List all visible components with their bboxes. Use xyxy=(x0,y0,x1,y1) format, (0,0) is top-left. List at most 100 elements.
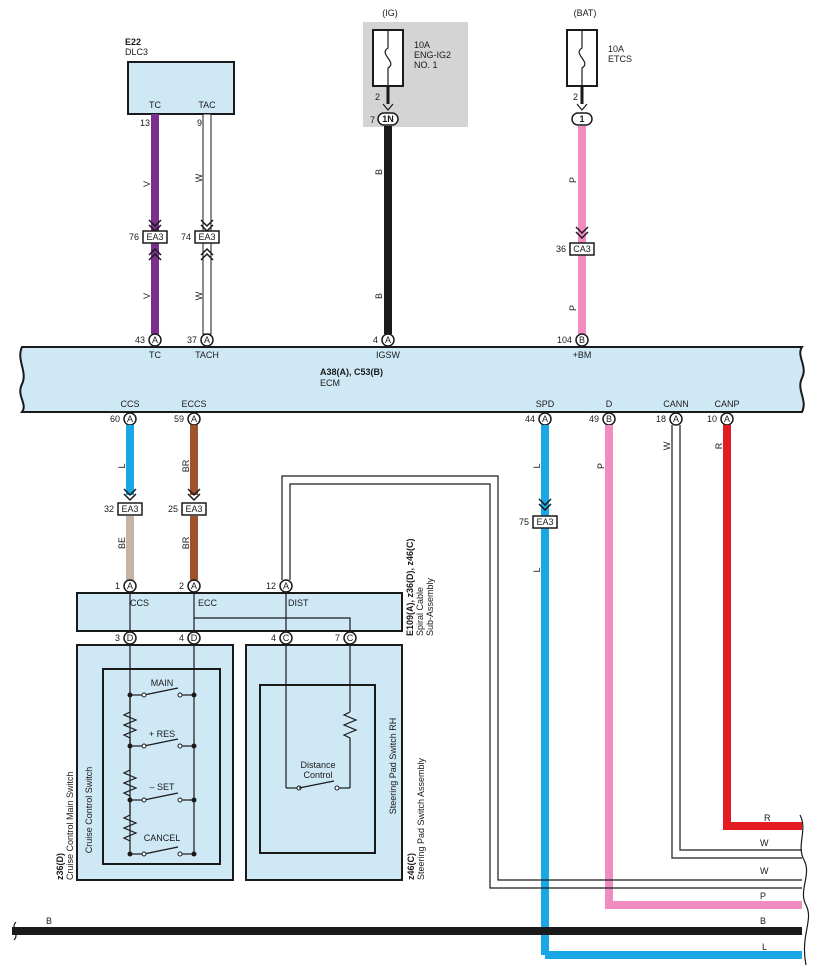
ecm-terminal-tach-label: TACH xyxy=(195,350,219,360)
ecm-terminal-d-label: D xyxy=(606,399,613,409)
junction-ea3-eccs-pin: 25 xyxy=(168,504,178,514)
spiral-pin-1a: A 1 xyxy=(115,579,137,593)
ecm-terminal-eccs-label: ECCS xyxy=(181,399,206,409)
wire-d xyxy=(605,425,802,909)
spiral-pin-4d: D 4 xyxy=(179,631,201,645)
cruise-switch-title: z36(D) Cruise Control Main Switch xyxy=(55,771,75,880)
ecm-terminal-spd-pin: 44 xyxy=(525,414,535,424)
bus-label-l: L xyxy=(762,942,767,952)
fuse-bat-pin: 2 xyxy=(573,92,578,102)
junction-ca3: CA3 36 xyxy=(556,226,595,256)
spiral-cable-internals xyxy=(129,593,351,631)
junction-ca3-arrow xyxy=(575,226,589,240)
junction-ea3-spd-pin: 75 xyxy=(519,517,529,527)
spiral-pin-4c-pin: 4 xyxy=(271,633,276,643)
ecm-terminal-cann-conn: A xyxy=(673,414,679,424)
ground-bus xyxy=(12,927,802,935)
ecm-box xyxy=(19,346,805,413)
fuse-bat-element xyxy=(578,30,586,86)
fuse-ig-name2: NO. 1 xyxy=(414,60,438,70)
ecm-terminal-igsw: A 4 IGSW xyxy=(373,333,401,360)
fuse-bat-rating: 10A xyxy=(608,44,624,54)
wire-bm-color-upper: P xyxy=(568,177,578,183)
junction-ea3-spd: EA3 75 xyxy=(519,498,558,529)
wire-cann xyxy=(671,425,802,859)
spiral-pin-12a: A 12 xyxy=(266,579,293,593)
switch-set: – SET xyxy=(127,782,197,803)
dlc3-name: DLC3 xyxy=(125,47,148,57)
junction-ea3-tac: EA3 74 xyxy=(181,219,220,261)
ecm-terminal-canp: CANP A 10 xyxy=(707,399,740,426)
junction-ea3-spd-name: EA3 xyxy=(536,517,553,527)
ecm-terminal-ccs-conn: A xyxy=(127,414,133,424)
junction-ca3-pin: 36 xyxy=(556,244,566,254)
switch-res: + RES xyxy=(127,729,197,749)
connector-bat-label: 1 xyxy=(579,114,584,124)
wire-tc xyxy=(151,114,159,334)
junction-ca3-box xyxy=(569,242,595,256)
wire-tac-color-lower: W xyxy=(194,291,204,300)
wire-ccs xyxy=(126,425,134,495)
spiral-pin-4d-conn: D xyxy=(191,633,198,643)
ecm-terminal-bm-label: +BM xyxy=(573,350,592,360)
wire-dist xyxy=(281,475,802,889)
ecm-terminal-spd-conn: A xyxy=(542,414,548,424)
switch-main-label: MAIN xyxy=(151,678,174,688)
spiral-pin-4c-conn: C xyxy=(283,633,290,643)
spiral-title-1: E109(A), z36(D), z46(C) xyxy=(405,538,415,636)
pad-switch-wiring xyxy=(285,644,351,788)
ecm-terminal-canp-label: CANP xyxy=(714,399,739,409)
ecm-terminal-spd-label: SPD xyxy=(536,399,555,409)
pad-switch-resistor xyxy=(342,711,358,742)
spiral-pin-2a-pin: 2 xyxy=(179,581,184,591)
ecm-terminal-cann-pin: 18 xyxy=(656,414,666,424)
dlc3-box xyxy=(127,61,235,115)
spiral-pin-3d-pin: 3 xyxy=(115,633,120,643)
cut-edge-right xyxy=(799,814,810,966)
wire-d-color: P xyxy=(596,463,606,469)
ecm-terminal-igsw-label: IGSW xyxy=(376,350,401,360)
ecm-terminal-canp-conn: A xyxy=(724,414,730,424)
ecm-terminal-spd: SPD A 44 xyxy=(525,399,555,426)
wire-spd-color: L xyxy=(532,463,542,468)
wire-spd-lower-color: L xyxy=(532,567,542,572)
ecm-terminal-tach-conn: A xyxy=(204,335,210,345)
ecm: A38(A), C53(B) ECM A 43 TC A 37 TACH A 4… xyxy=(19,333,805,426)
junction-ea3-eccs-name: EA3 xyxy=(185,504,202,514)
fuse-ig-rating: 10A xyxy=(414,40,430,50)
spiral-title-2: Spiral Cable xyxy=(415,587,425,636)
connector-1n xyxy=(377,112,399,126)
junction-ea3-tac-name: EA3 xyxy=(198,232,215,242)
bus-label-b: B xyxy=(760,916,766,926)
switch-res-label: + RES xyxy=(149,729,175,739)
spiral-label-dist: DIST xyxy=(288,598,309,608)
fuse-bat-arrow xyxy=(576,103,588,111)
spiral-pin-7c-pin: 7 xyxy=(335,633,340,643)
bus-label-p: P xyxy=(760,891,766,901)
bus-label-w1: W xyxy=(760,838,769,848)
fuse-ig-name1: ENG-IG2 xyxy=(414,50,451,60)
junction-ea3-tac-box xyxy=(194,230,220,244)
spiral-pin-4d-pin: 4 xyxy=(179,633,184,643)
wire-eccs xyxy=(190,425,198,495)
spiral-pin-12a-conn: A xyxy=(283,581,289,591)
spiral-pin-2a: A 2 xyxy=(179,579,201,593)
cruise-switch-name: Cruise Control Main Switch xyxy=(65,771,75,880)
spiral-label-ccs: CCS xyxy=(130,598,149,608)
ecm-terminal-cann-label: CANN xyxy=(663,399,689,409)
ecm-terminal-ccs-label: CCS xyxy=(120,399,139,409)
switch-distance-label: Distance xyxy=(300,760,335,770)
wire-ccs-lower-color: BE xyxy=(117,537,127,549)
bus-label-r: R xyxy=(764,813,771,823)
wire-eccs-lower-color: BR xyxy=(181,536,191,549)
junction-ea3-tac-pin: 74 xyxy=(181,232,191,242)
cruise-control-main-switch: MAIN + RES – SET CANCEL Cruise xyxy=(55,644,234,881)
spiral-cable-box xyxy=(76,592,403,632)
wire-bm-color-lower: P xyxy=(568,305,578,311)
ecm-terminal-eccs-pin: 59 xyxy=(174,414,184,424)
wire-tac-color-upper: W xyxy=(194,173,204,182)
ecm-terminal-igsw-conn: A xyxy=(385,335,391,345)
fuse-ig-pin: 2 xyxy=(375,92,380,102)
junction-ea3-tc-box xyxy=(142,230,168,244)
